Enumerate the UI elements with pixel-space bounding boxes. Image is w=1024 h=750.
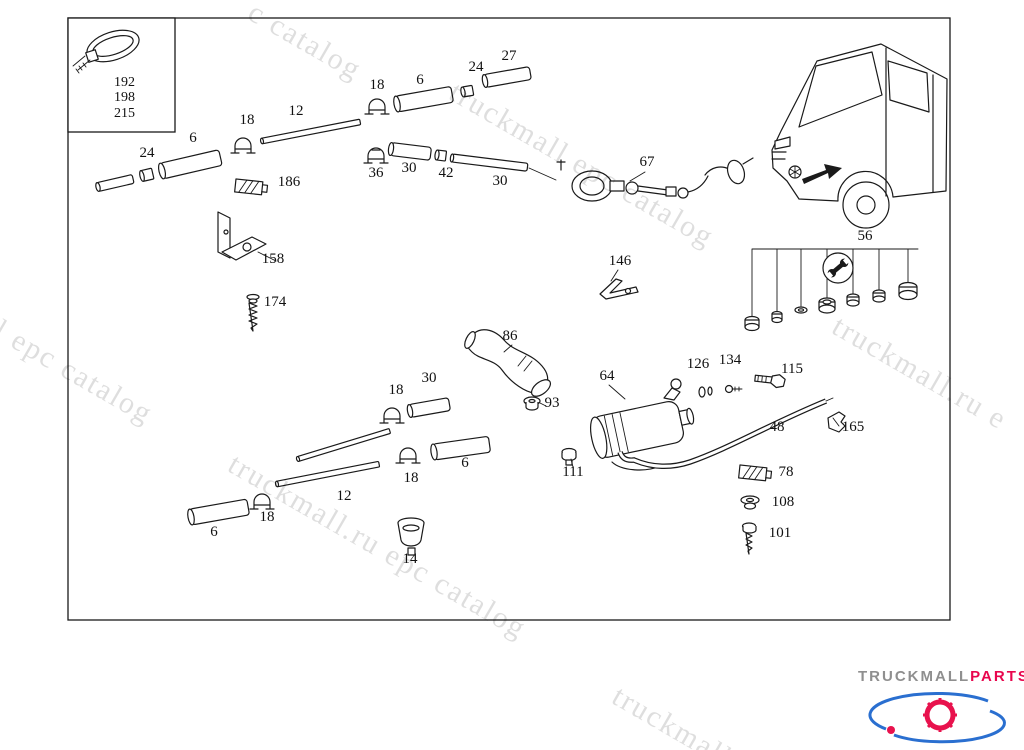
part-label-86[interactable]: 86 (503, 328, 519, 344)
part-drawing-18d-clamp (395, 447, 421, 464)
part-drawing-48 (617, 397, 834, 469)
connector-line (528, 167, 557, 181)
part-label-30[interactable]: 30 (422, 370, 437, 386)
part-label-18[interactable]: 18 (240, 112, 255, 128)
part-drawing-6d (187, 498, 250, 526)
part-label-18[interactable]: 18 (260, 509, 275, 525)
part-drawing-86 (464, 329, 552, 397)
part-label-108[interactable]: 108 (772, 494, 795, 510)
part-label-14[interactable]: 14 (403, 551, 419, 567)
part-label-67[interactable]: 67 (640, 154, 656, 170)
pointer-arrow-icon (802, 164, 842, 184)
part-label-36[interactable]: 36 (369, 165, 385, 181)
part-drawing-36-clamp (363, 147, 389, 164)
wrench-icon (826, 257, 850, 279)
truckmall-logo: TRUCKMALLPARTS (858, 668, 1024, 744)
part-drawing-42 (434, 149, 448, 162)
part-drawing-30b (449, 153, 529, 172)
part-drawing-27 (481, 66, 532, 89)
part-label-56[interactable]: 56 (858, 228, 874, 244)
part-label-134[interactable]: 134 (719, 352, 742, 368)
part-drawing-186 (234, 178, 269, 196)
part-label-24[interactable]: 24 (140, 145, 156, 161)
part-label-18[interactable]: 18 (404, 470, 419, 486)
truck-cab-drawing (771, 43, 948, 229)
part-label-30[interactable]: 30 (402, 160, 417, 176)
cable-tie-drawing (72, 29, 140, 74)
part-group-56 (744, 248, 919, 332)
part-drawing-24a (139, 167, 155, 182)
part-drawing-115 (754, 374, 786, 389)
part-drawing-111 (561, 447, 577, 466)
part-drawing-126 (698, 386, 713, 398)
part-drawing-24b (460, 84, 475, 98)
part-label-64[interactable]: 64 (600, 368, 616, 384)
part-drawing-18e-clamp (249, 493, 275, 510)
part-label-30[interactable]: 30 (493, 173, 508, 189)
part-drawing-6a (157, 149, 223, 180)
part-label-101[interactable]: 101 (769, 525, 792, 541)
part-drawing-78 (738, 464, 773, 482)
part-label-27[interactable]: 27 (502, 48, 518, 64)
part-drawing-6c (430, 436, 491, 461)
corner-label-198: 198 (114, 90, 135, 105)
truckmall-logo-emblem (868, 691, 1006, 744)
part-label-146[interactable]: 146 (609, 253, 632, 269)
part-drawing-18b-clamp (364, 98, 390, 115)
part-label-165[interactable]: 165 (842, 419, 865, 435)
part-drawing-30c (406, 397, 451, 419)
logo-brand-text: TRUCKMALL (858, 668, 970, 685)
part-label-6[interactable]: 6 (461, 455, 469, 471)
part-label-111[interactable]: 111 (562, 464, 583, 480)
part-drawing-6b (393, 86, 454, 113)
part-label-6[interactable]: 6 (189, 130, 197, 146)
part-drawing-174 (246, 293, 260, 332)
part-label-126[interactable]: 126 (687, 356, 710, 372)
part-drawing-108 (740, 495, 760, 510)
part-drawing-12a (259, 118, 362, 145)
part-label-12[interactable]: 12 (337, 488, 352, 504)
part-label-6[interactable]: 6 (210, 524, 218, 540)
part-label-48[interactable]: 48 (770, 419, 785, 435)
part-label-158[interactable]: 158 (262, 251, 285, 267)
corner-box-labels: 192 198 215 (114, 75, 135, 121)
part-label-18[interactable]: 18 (389, 382, 404, 398)
part-label-24[interactable]: 24 (469, 59, 485, 75)
part-label-93[interactable]: 93 (545, 395, 560, 411)
pipe-thin-lower-a (295, 428, 391, 463)
nut-drawing (744, 281, 918, 332)
part-drawing-101 (741, 522, 757, 555)
pipe-stub-drawing (95, 174, 135, 193)
part-label-78[interactable]: 78 (779, 464, 794, 480)
gear-icon (924, 699, 956, 731)
part-drawing-64 (589, 378, 695, 471)
part-drawing-30a (387, 141, 432, 161)
part-drawing-12b (274, 460, 381, 488)
part-label-6[interactable]: 6 (416, 72, 424, 88)
part-drawing-134 (724, 384, 743, 394)
part-label-18[interactable]: 18 (370, 77, 385, 93)
corner-label-192: 192 (114, 75, 135, 90)
logo-text: TRUCKMALLPARTS (858, 668, 1024, 685)
part-drawing-146 (599, 278, 639, 300)
part-label-115[interactable]: 115 (781, 361, 803, 377)
part-drawing-158 (217, 211, 267, 261)
part-label-42[interactable]: 42 (439, 165, 454, 181)
part-drawing-18c-clamp (379, 407, 405, 424)
part-label-174[interactable]: 174 (264, 294, 287, 310)
part-drawing-18a-clamp (230, 137, 256, 154)
logo-suffix-text: PARTS (970, 668, 1024, 685)
part-drawing-67 (556, 157, 754, 202)
leader-lines (257, 171, 646, 468)
part-label-12[interactable]: 12 (289, 103, 304, 119)
part-drawing-93 (523, 396, 541, 411)
part-drawing-165 (827, 411, 846, 433)
corner-label-215: 215 (114, 106, 135, 121)
part-label-186[interactable]: 186 (278, 174, 301, 190)
part-drawing-14 (397, 517, 425, 556)
